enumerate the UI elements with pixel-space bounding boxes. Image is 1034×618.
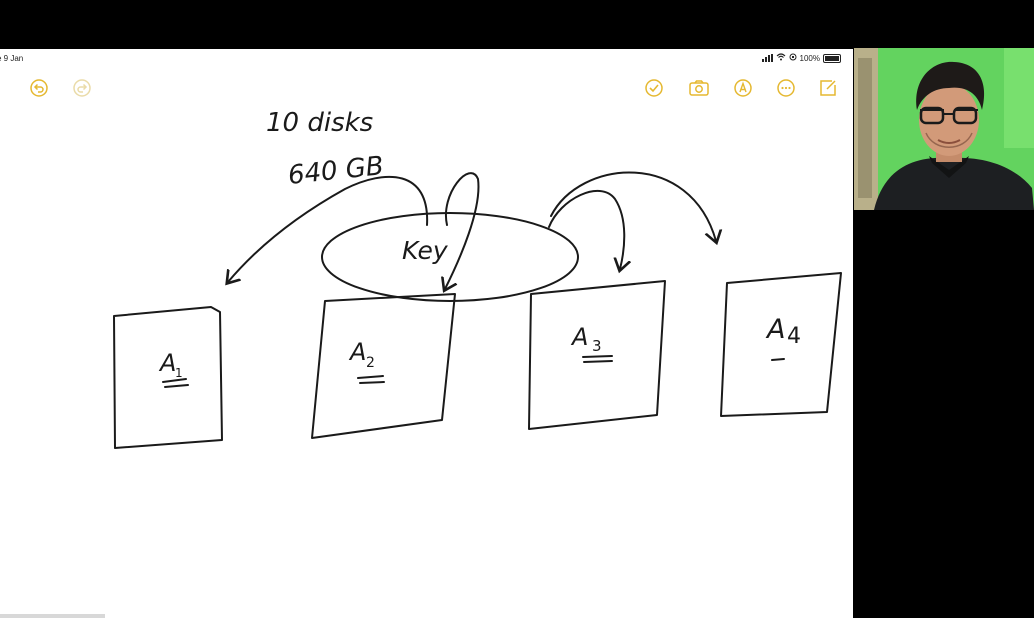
notes-canvas[interactable]: e 9 Jan 100%: [0, 49, 853, 618]
battery-percent: 100%: [799, 53, 820, 63]
more-button[interactable]: [776, 78, 796, 98]
arrow-to-a4: [550, 171, 716, 241]
node-a4-label: A: [765, 314, 785, 345]
orientation-lock-icon: [789, 53, 797, 63]
undo-button[interactable]: [29, 78, 49, 98]
home-indicator: [0, 614, 105, 618]
status-date: e 9 Jan: [0, 54, 24, 63]
node-a3-label: A: [570, 323, 588, 351]
node-a2-label: A: [348, 338, 366, 366]
box-a2: [311, 293, 456, 439]
done-button[interactable]: [644, 78, 664, 98]
camera-icon: [689, 80, 709, 96]
note-line-2: 640 GB: [287, 151, 385, 191]
webcam-video: [854, 48, 1034, 210]
arrow-to-a3: [548, 189, 624, 269]
status-bar: e 9 Jan 100%: [0, 49, 853, 69]
compose-button[interactable]: [818, 78, 838, 98]
note-line-1: 10 disks: [266, 108, 373, 138]
undo-icon: [30, 79, 48, 97]
pen-circle-icon: [734, 79, 752, 97]
box-a3: [528, 280, 666, 430]
key-ellipse: [321, 212, 579, 302]
node-a2-subscript: 2: [366, 355, 375, 371]
box-a4: [720, 272, 842, 417]
arrow-to-a2: [445, 172, 480, 289]
signal-icon: [761, 54, 773, 62]
node-a3-subscript: 3: [592, 337, 602, 355]
status-indicators: 100%: [761, 53, 841, 63]
redo-icon: [73, 79, 91, 97]
arrow-to-a1: [228, 175, 429, 282]
ellipsis-circle-icon: [777, 79, 795, 97]
presenter-portrait: [854, 48, 1034, 210]
battery-icon: [823, 53, 841, 63]
checkmark-circle-icon: [645, 79, 663, 97]
wifi-icon: [776, 53, 786, 63]
camera-button[interactable]: [688, 78, 710, 98]
markup-button[interactable]: [733, 78, 753, 98]
box-a1: [113, 306, 223, 449]
key-label: Key: [402, 236, 449, 265]
node-a4-subscript: 4: [787, 324, 801, 349]
redo-button[interactable]: [72, 78, 92, 98]
compose-icon: [820, 80, 836, 96]
node-a1-subscript: 1: [175, 366, 183, 380]
handwritten-diagram: 10 disks 640 GB Key A 1 A 2 A 3 A 4: [113, 108, 842, 449]
node-a1-label: A: [158, 349, 176, 377]
